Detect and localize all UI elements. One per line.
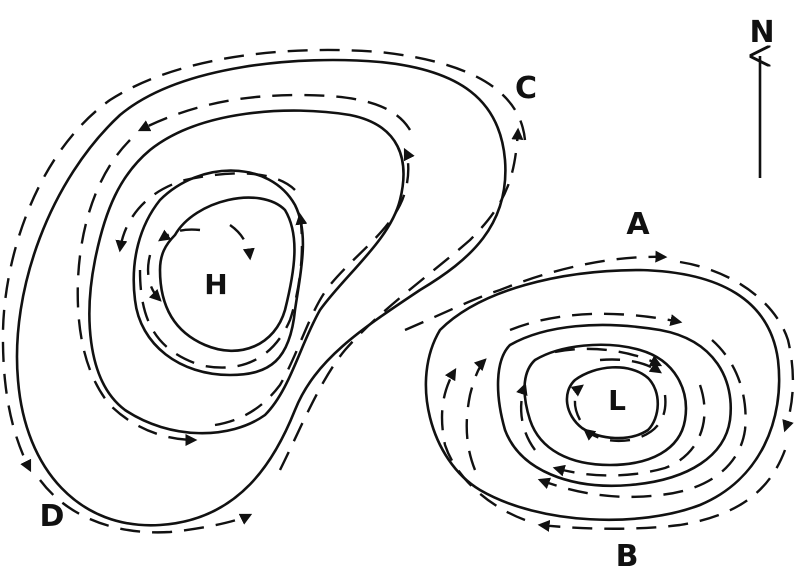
low-wind-arrow (465, 358, 487, 471)
low-wind-arrow (554, 347, 663, 367)
point-label-c: C (515, 71, 537, 106)
high-wind-arrow (39, 479, 253, 534)
high-wind-arrow (138, 212, 308, 369)
high-isobar-3 (132, 169, 305, 377)
low-wind-arrow (404, 250, 668, 332)
high-pressure-label: H (204, 268, 227, 301)
low-wind-arrow (679, 260, 795, 433)
low-wind-arrow (537, 449, 787, 532)
low-wind-arrow (516, 382, 536, 451)
low-isobar-inner (565, 366, 660, 440)
low-pressure-system (424, 268, 781, 522)
north-arrow: N (749, 15, 775, 178)
high-wind-arrow (115, 172, 296, 253)
high-wind-arrow (146, 254, 162, 302)
high-wind-arrow (137, 93, 412, 132)
high-isobar-inner (158, 196, 296, 353)
high-wind-arrows (1, 48, 527, 534)
low-wind-arrow (552, 384, 706, 477)
north-label: N (749, 15, 774, 50)
point-label-b: B (616, 539, 639, 574)
low-wind-arrow (440, 367, 526, 522)
point-label-a: A (626, 207, 650, 242)
low-wind-arrow (509, 312, 683, 332)
low-isobar-3 (523, 343, 688, 467)
high-wind-arrow (1, 48, 527, 473)
low-wind-arrows (404, 250, 795, 532)
high-wind-arrow (76, 139, 198, 446)
high-isobar-2 (88, 109, 405, 435)
high-pressure-system (15, 58, 507, 527)
point-label-d: D (40, 499, 65, 534)
low-pressure-label: L (608, 384, 626, 417)
high-wind-arrow (158, 228, 201, 242)
low-isobar-2 (496, 323, 733, 488)
low-wind-arrow (599, 358, 662, 374)
high-wind-arrow (278, 127, 524, 471)
high-wind-arrow (229, 224, 255, 261)
low-isobar-outer (424, 268, 781, 522)
high-isobar-outer (15, 58, 507, 527)
low-wind-arrow (583, 394, 667, 443)
low-wind-arrow (570, 384, 584, 421)
high-wind-arrow (214, 147, 415, 427)
